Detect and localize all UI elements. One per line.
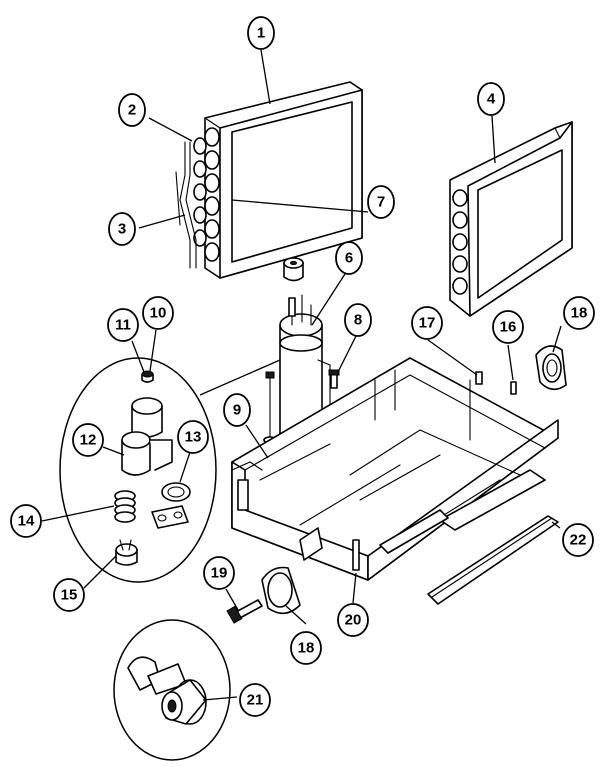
svg-text:16: 16 <box>500 319 517 336</box>
evap-tube-ends <box>452 189 468 295</box>
callout-8: 8 <box>344 303 372 337</box>
callout-2: 2 <box>118 93 146 127</box>
svg-text:13: 13 <box>185 429 202 446</box>
svg-text:10: 10 <box>150 305 167 322</box>
svg-text:8: 8 <box>354 312 362 329</box>
svg-text:3: 3 <box>118 221 126 238</box>
leader-lines <box>41 49 562 701</box>
callout-3: 3 <box>108 212 136 246</box>
evaporator-coil <box>449 121 573 317</box>
callout-18-right: 18 <box>563 296 595 330</box>
svg-text:17: 17 <box>419 315 436 332</box>
screw <box>226 599 263 624</box>
svg-text:12: 12 <box>80 432 97 449</box>
condenser-coil <box>193 81 363 279</box>
svg-text:14: 14 <box>18 513 35 530</box>
callout-12: 12 <box>72 423 104 457</box>
detail-view-bushing <box>113 619 231 761</box>
valve-body <box>121 397 173 476</box>
svg-text:6: 6 <box>345 250 353 267</box>
callout-16: 16 <box>492 310 524 344</box>
grommet <box>283 257 304 282</box>
callout-20: 20 <box>337 603 369 637</box>
callout-6: 6 <box>335 241 363 275</box>
base-pan <box>231 357 559 581</box>
callout-15: 15 <box>53 578 85 612</box>
callout-11: 11 <box>107 308 139 342</box>
knob-right <box>535 345 567 391</box>
svg-text:2: 2 <box>128 102 136 119</box>
callout-14: 14 <box>10 504 42 538</box>
callout-19: 19 <box>203 556 235 590</box>
svg-text:1: 1 <box>257 25 265 42</box>
svg-text:9: 9 <box>233 402 241 419</box>
coil-tube-ends <box>193 127 220 262</box>
svg-text:19: 19 <box>211 565 228 582</box>
svg-text:20: 20 <box>345 612 362 629</box>
knob-bottom <box>261 566 301 615</box>
gasket <box>151 482 191 529</box>
callout-21: 21 <box>239 683 271 717</box>
svg-text:4: 4 <box>487 91 496 108</box>
callout-17: 17 <box>411 306 443 340</box>
svg-text:18: 18 <box>571 305 588 322</box>
refrigerant-tubes <box>175 141 197 269</box>
plunger-cap <box>115 539 138 566</box>
callout-1: 1 <box>247 16 275 50</box>
callout-22: 22 <box>562 523 594 557</box>
mounting-bolt <box>328 369 340 389</box>
callout-7: 7 <box>367 185 395 219</box>
svg-text:11: 11 <box>115 317 131 334</box>
callout-4: 4 <box>477 82 505 116</box>
svg-text:21: 21 <box>247 692 264 709</box>
svg-text:22: 22 <box>570 532 587 549</box>
svg-text:18: 18 <box>298 640 315 657</box>
callout-9: 9 <box>223 393 251 427</box>
svg-text:7: 7 <box>377 194 385 211</box>
spring <box>114 490 136 523</box>
callout-10: 10 <box>142 296 174 330</box>
detail-view-valve-assembly <box>59 357 217 583</box>
callout-18-bottom: 18 <box>290 631 322 665</box>
callout-13: 13 <box>177 420 209 454</box>
panel-strip <box>427 515 559 605</box>
svg-text:15: 15 <box>61 587 78 604</box>
